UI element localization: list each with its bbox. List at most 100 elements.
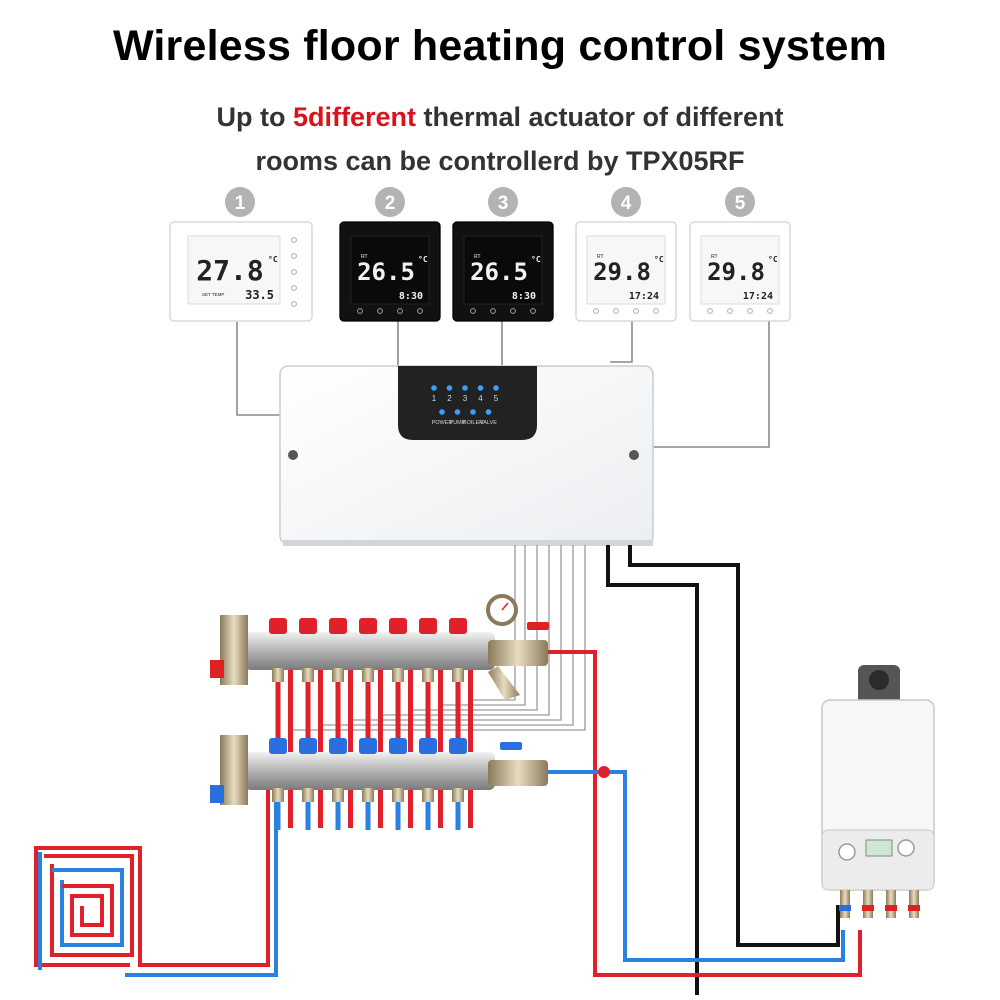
thermostat-touch-button[interactable] xyxy=(291,301,297,307)
status-led xyxy=(485,409,492,415)
boiler-gauge xyxy=(838,843,856,861)
subtitle-accent: 5different xyxy=(292,102,416,132)
thermostat-badge-number: 2 xyxy=(385,193,396,214)
zone-led-1 xyxy=(431,385,437,391)
thermostat-unit: °C xyxy=(768,255,778,264)
thermostat-touch-button[interactable] xyxy=(397,308,403,314)
thermostat-badge-2: 2 xyxy=(375,187,405,217)
thermostat-secondary-readout: 17:24 xyxy=(629,291,659,302)
return-actuator-3 xyxy=(329,738,347,754)
flow-actuator-7 xyxy=(449,618,467,634)
y-strainer xyxy=(488,666,520,700)
flow-actuator-2 xyxy=(299,618,317,634)
thermostat-temperature: 29.8 xyxy=(707,258,765,286)
mount-hole-right xyxy=(629,450,639,460)
boiler-cables xyxy=(606,545,840,995)
thermostat-touch-button[interactable] xyxy=(490,308,496,314)
zone-led-label: 3 xyxy=(463,394,468,403)
thermostat-badge-3: 3 xyxy=(488,187,518,217)
thermostat-touch-button[interactable] xyxy=(530,308,536,314)
thermostat-touch-button[interactable] xyxy=(291,253,297,259)
drain-valve-red xyxy=(210,660,224,678)
thermostat-touch-button[interactable] xyxy=(291,285,297,291)
thermostat-badge-number: 1 xyxy=(235,193,246,214)
flow-actuator-4 xyxy=(359,618,377,634)
thermostat-touch-button[interactable] xyxy=(417,308,423,314)
zone-led-label: 5 xyxy=(494,394,499,403)
thermostat-touch-button[interactable] xyxy=(747,308,753,314)
thermostat-secondary-readout: 33.5 xyxy=(245,288,274,302)
actuator-wires xyxy=(288,545,586,731)
thermostat-badge-number: 4 xyxy=(621,193,632,214)
return-actuator-2 xyxy=(299,738,317,754)
thermostat-unit: °C xyxy=(654,255,664,264)
return-actuator-7 xyxy=(449,738,467,754)
thermostat-touch-button[interactable] xyxy=(377,308,383,314)
boiler xyxy=(821,665,935,918)
boiler-knob xyxy=(897,839,915,857)
subtitle-pre: Up to xyxy=(216,102,293,132)
thermostat-touch-button[interactable] xyxy=(291,269,297,275)
thermostat-badge-number: 3 xyxy=(498,193,509,214)
status-led-label: BOILER xyxy=(463,420,483,426)
subtitle-post: thermal actuator of different xyxy=(415,102,784,132)
thermostat-unit: °C xyxy=(418,255,428,264)
thermostat-temperature: 26.5 xyxy=(357,258,415,286)
thermostat-touch-button[interactable] xyxy=(633,308,639,314)
thermostat-touch-button[interactable] xyxy=(357,308,363,314)
return-actuator-5 xyxy=(389,738,407,754)
mount-hole-left xyxy=(288,450,298,460)
drain-valve-blue xyxy=(210,785,224,803)
status-led xyxy=(439,409,445,415)
flow-ball-valve xyxy=(488,640,548,666)
zone-led-label: 1 xyxy=(432,394,437,403)
zone-led-4 xyxy=(477,385,484,391)
return-actuator-6 xyxy=(419,738,437,754)
return-actuator-4 xyxy=(359,738,377,754)
thermostat-touch-button[interactable] xyxy=(767,308,773,314)
flow-actuator-6 xyxy=(419,618,437,634)
flow-air-vent xyxy=(220,615,248,685)
status-led-label: VALVE xyxy=(480,420,497,426)
zone-led-5 xyxy=(493,385,499,391)
boiler-display xyxy=(865,839,893,857)
thermostat-temperature: 26.5 xyxy=(470,258,528,286)
thermostat-touch-button[interactable] xyxy=(727,308,733,314)
thermostat-badge-5: 5 xyxy=(725,187,755,217)
status-led-label: PUMP xyxy=(450,420,466,426)
return-manifold-bar xyxy=(245,752,495,790)
thermostat-touch-button[interactable] xyxy=(653,308,659,314)
flow-actuator-1 xyxy=(269,618,287,634)
status-led xyxy=(454,409,461,415)
thermostat-unit: °C xyxy=(531,255,541,264)
thermostat-wires xyxy=(236,320,770,448)
status-led xyxy=(470,409,476,415)
thermostat-temperature: 29.8 xyxy=(593,258,651,286)
thermostat-touch-button[interactable] xyxy=(613,308,619,314)
thermostat-touch-button[interactable] xyxy=(593,308,599,314)
thermostat-number-badges: 1 2 3 4 5 xyxy=(225,187,755,217)
thermostat-rt-label: RT xyxy=(474,254,481,260)
thermostat-touch-button[interactable] xyxy=(707,308,713,314)
return-valve-handle xyxy=(500,742,522,750)
thermostat-badge-1: 1 xyxy=(225,187,255,217)
supply-pipes xyxy=(540,650,862,977)
thermostat-touch-button[interactable] xyxy=(291,237,297,243)
flow-actuator-3 xyxy=(329,618,347,634)
thermostat-badge-number: 5 xyxy=(735,193,746,214)
thermostat-rt-label: RT xyxy=(711,254,718,260)
thermostat-rt-label: RT xyxy=(361,254,368,260)
flow-manifold-bar xyxy=(245,632,495,670)
floor-heating-loop xyxy=(34,790,278,977)
zone-led-label: 2 xyxy=(447,394,452,403)
thermostat-badge-4: 4 xyxy=(611,187,641,217)
page-title: Wireless floor heating control system xyxy=(112,22,888,70)
zone-led-3 xyxy=(462,385,468,391)
thermostat-touch-button[interactable] xyxy=(510,308,516,314)
manifold xyxy=(210,594,549,830)
thermostat-touch-button[interactable] xyxy=(470,308,476,314)
zone-led-2 xyxy=(446,385,453,391)
